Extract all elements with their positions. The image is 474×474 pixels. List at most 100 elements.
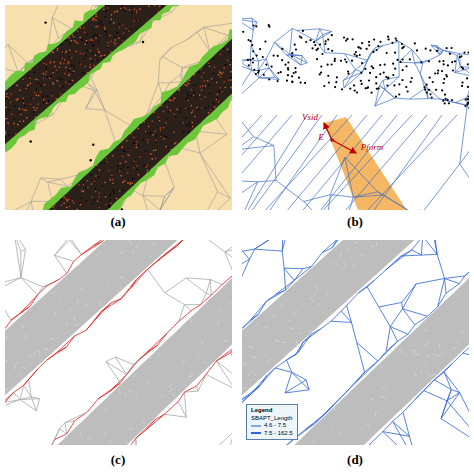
point — [128, 31, 130, 33]
point — [119, 23, 121, 25]
inner-edge — [63, 329, 64, 330]
point — [217, 97, 219, 99]
point — [200, 86, 202, 88]
point — [291, 81, 293, 83]
point — [108, 170, 110, 172]
point — [277, 55, 279, 57]
point — [205, 85, 207, 87]
mesh-edge — [383, 432, 418, 445]
mesh-edge — [297, 29, 320, 31]
inner-edge — [19, 373, 22, 375]
inner-edge — [282, 342, 287, 344]
point — [133, 142, 135, 144]
mesh-edge — [358, 280, 374, 293]
point — [52, 72, 54, 74]
point — [191, 89, 193, 91]
mesh-edge — [399, 50, 412, 63]
point — [284, 64, 286, 66]
inner-edge — [43, 320, 44, 321]
point — [43, 99, 45, 101]
point — [91, 42, 93, 44]
inner-edge — [135, 396, 136, 398]
mesh-edge — [367, 287, 379, 307]
point — [294, 44, 296, 46]
point — [153, 150, 155, 152]
mesh-edge — [255, 240, 288, 249]
point — [96, 165, 98, 167]
mesh-edge — [126, 438, 136, 445]
mesh-edge — [167, 322, 179, 334]
point — [30, 104, 32, 106]
point — [252, 57, 254, 59]
mesh-edge — [365, 361, 378, 372]
mesh-edge — [341, 305, 346, 311]
point — [407, 90, 409, 92]
point — [393, 84, 395, 86]
inner-edge — [25, 334, 27, 339]
point — [343, 36, 345, 38]
point — [16, 99, 18, 101]
vector-symbol: Vsid — [302, 112, 318, 122]
inner-edge — [331, 426, 333, 428]
point — [33, 107, 35, 109]
point — [230, 87, 232, 89]
mesh-edge — [446, 284, 459, 294]
point — [227, 49, 229, 51]
mesh-edge — [194, 240, 225, 252]
point — [368, 41, 370, 43]
inner-edge — [197, 354, 198, 357]
point — [8, 134, 10, 136]
point — [127, 167, 129, 169]
point — [252, 61, 254, 63]
point — [54, 204, 56, 206]
point — [361, 42, 363, 44]
point — [426, 84, 428, 86]
inner-edge — [74, 324, 79, 326]
mesh-edge — [65, 412, 87, 423]
mesh-edge — [259, 77, 275, 79]
point — [150, 132, 152, 134]
mesh-edge — [414, 60, 428, 63]
mesh-edge — [463, 353, 469, 358]
point — [91, 183, 93, 185]
mesh-edge — [274, 146, 276, 181]
point — [108, 45, 110, 47]
point — [61, 63, 63, 65]
point — [392, 63, 394, 65]
mesh-edge — [398, 62, 399, 77]
point — [189, 123, 191, 125]
point — [52, 51, 54, 53]
voronoi-edge — [358, 115, 457, 210]
point — [86, 40, 88, 42]
point — [401, 43, 403, 45]
point — [95, 13, 97, 15]
point — [6, 117, 8, 119]
mesh-edge — [74, 255, 82, 262]
inner-edge — [297, 332, 300, 334]
point — [334, 86, 336, 88]
inner-edge — [117, 290, 120, 291]
point — [164, 136, 166, 138]
point — [100, 162, 102, 164]
voronoi-edge — [242, 115, 307, 210]
legend-text: 4.6 - 7.5 — [264, 422, 286, 430]
point — [451, 99, 453, 101]
mesh-edge — [164, 402, 178, 415]
point — [19, 121, 21, 123]
mesh-edge — [41, 178, 61, 179]
inner-edge — [180, 393, 182, 394]
point — [218, 101, 220, 103]
point — [336, 76, 338, 78]
point — [187, 97, 189, 99]
mesh-edge — [222, 274, 232, 284]
point — [201, 77, 203, 79]
point — [47, 76, 49, 78]
mesh-edge — [370, 46, 383, 54]
point — [92, 36, 94, 38]
point — [379, 41, 381, 43]
mesh-edge — [393, 421, 418, 445]
mesh-edge — [314, 405, 333, 424]
mesh-edge — [139, 345, 158, 360]
inner-edge — [109, 440, 111, 443]
mesh-edge — [251, 30, 253, 46]
